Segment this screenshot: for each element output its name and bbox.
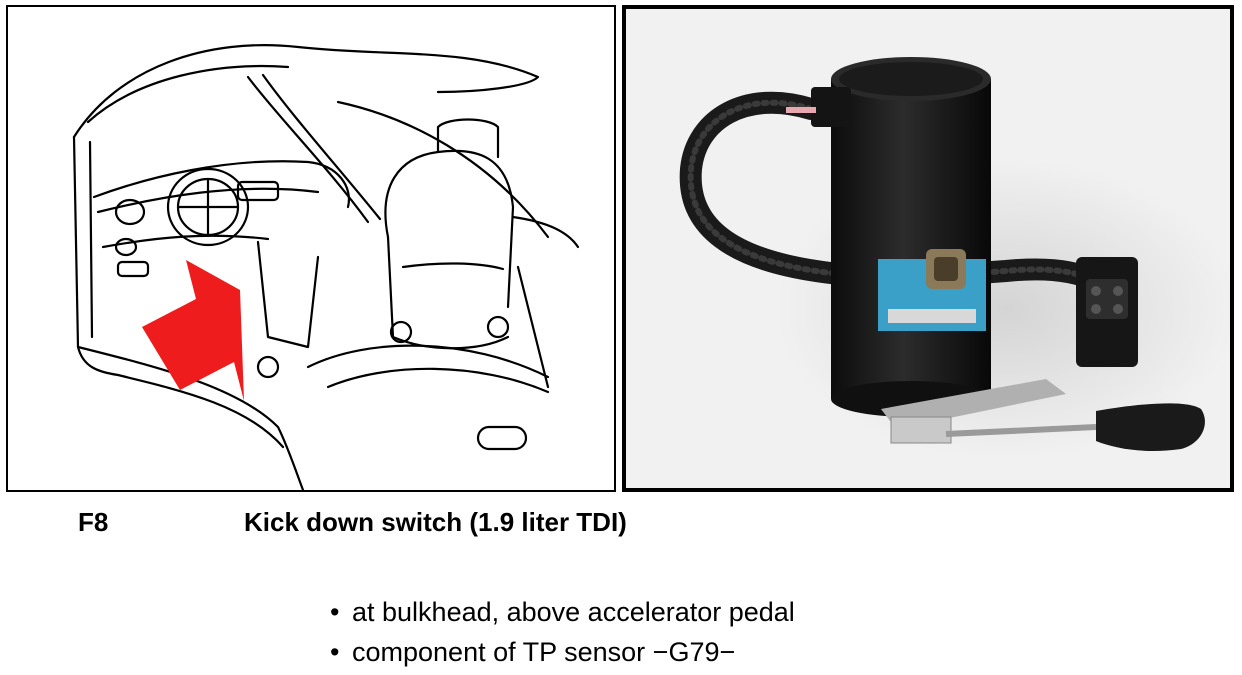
bullet-icon: • (330, 637, 340, 667)
bullet-icon: • (330, 597, 340, 627)
description-item: •at bulkhead, above accelerator pedal (330, 592, 795, 632)
car-interior-drawing (72, 44, 580, 490)
description-item: •component of TP sensor −G79− (330, 632, 795, 672)
component-title: Kick down switch (1.9 liter TDI) (244, 507, 627, 537)
kick-down-switch-image (626, 9, 1230, 488)
car-interior-illustration (6, 5, 616, 492)
kick-down-switch-photo (622, 5, 1234, 492)
component-code: F8 (78, 507, 109, 537)
description-list: •at bulkhead, above accelerator pedal •c… (330, 592, 795, 672)
location-arrow (142, 260, 244, 401)
